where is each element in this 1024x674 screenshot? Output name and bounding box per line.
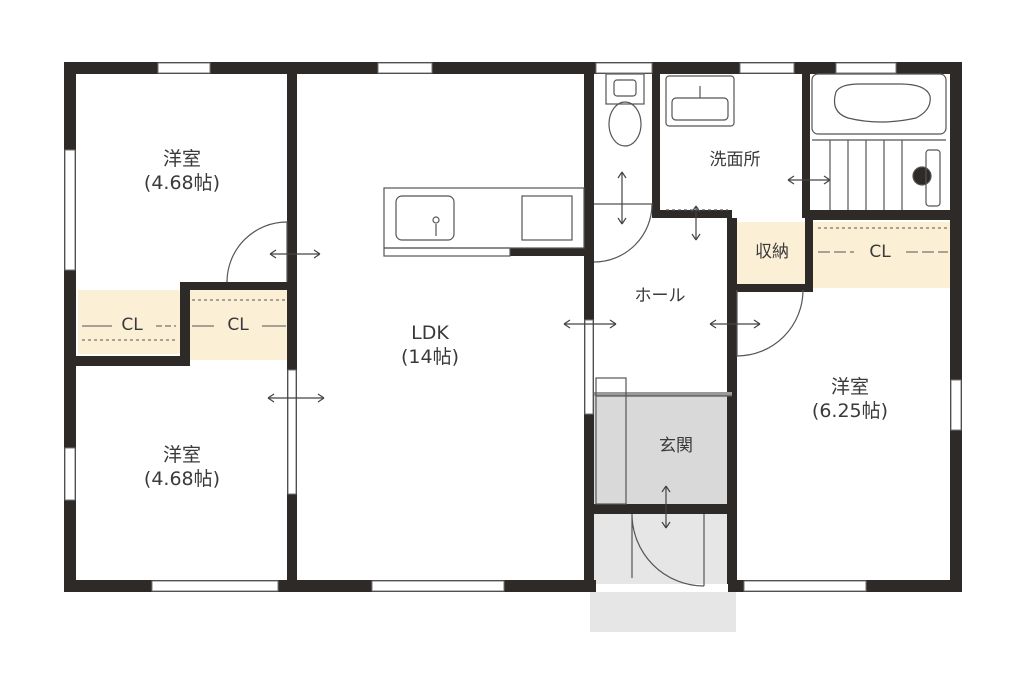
porch-fill (594, 514, 728, 584)
kitchen-counter (383, 187, 585, 257)
closet-fill-right (813, 222, 951, 288)
wall-storage-bottom (727, 284, 811, 292)
room-size: (6.25帖) (811, 399, 889, 422)
room-label-bedroom-right: 洋室 (6.25帖) (790, 376, 910, 424)
windows (64, 62, 962, 592)
wall-left (64, 62, 76, 592)
closet-lines (82, 227, 948, 341)
room-name: 洋室 (830, 376, 869, 398)
wall-bath-bottom (805, 210, 955, 220)
wall-ldk-left (287, 62, 297, 592)
bathtub (811, 73, 947, 210)
closet-label-2: CL (227, 315, 249, 335)
wall-kitchen-bottom (510, 248, 594, 256)
wall-cl-vertical (180, 282, 190, 366)
wall-storage-right (805, 218, 813, 292)
room-size: (4.68帖) (143, 467, 221, 490)
window (157, 62, 211, 74)
toilet (605, 73, 645, 147)
room-label-bedroom-bottom-left: 洋室 (4.68帖) (122, 444, 242, 492)
room-label-entrance: 玄関 (659, 436, 693, 456)
wall-cl-top (180, 282, 296, 290)
door-swing (593, 203, 653, 263)
closet-fill-left-1 (78, 290, 182, 354)
wall-entrance-top (594, 392, 732, 396)
step-fill (590, 592, 736, 632)
wall-toilet-right (652, 62, 660, 218)
window (287, 369, 297, 495)
shoe-cabinet (595, 377, 732, 505)
room-name: LDK (411, 322, 449, 344)
closet-label-1: CL (121, 315, 143, 335)
window (64, 447, 76, 501)
storage-fill (735, 222, 805, 286)
closet-fill-left-2 (186, 290, 290, 360)
wall-wash-bottom (652, 210, 732, 218)
wall-top-left (64, 62, 596, 74)
window (584, 319, 594, 415)
wall-storage-left (727, 218, 737, 584)
entrance-fill (594, 396, 732, 504)
wall-entrance-bottom (584, 504, 736, 514)
window (595, 62, 653, 74)
flow-arrows (267, 171, 831, 529)
room-label-hall: ホール (634, 286, 686, 306)
closet-label-3: CL (869, 242, 891, 262)
door-swing (631, 513, 705, 587)
room-size: (14帖) (400, 345, 459, 368)
window (743, 580, 867, 592)
window (950, 379, 962, 431)
window (739, 62, 795, 74)
room-name: 洋室 (162, 148, 201, 170)
window (377, 62, 433, 74)
window (151, 580, 279, 592)
window (64, 149, 76, 271)
door-swing (226, 221, 288, 283)
room-name: 洋室 (162, 444, 201, 466)
wall-cl-horizontal (64, 356, 188, 366)
cooktop (521, 195, 573, 241)
washbasin (665, 75, 735, 211)
window (835, 62, 897, 74)
window (371, 580, 505, 592)
room-label-bedroom-top-left: 洋室 (4.68帖) (122, 148, 242, 196)
wall-wash-right (802, 62, 810, 218)
room-label-storage: 収納 (755, 242, 789, 262)
wall-right (950, 62, 962, 592)
room-size: (4.68帖) (143, 171, 221, 194)
door-swing (736, 289, 804, 357)
wall-bottom-left (64, 580, 596, 592)
room-label-ldk: LDK (14帖) (370, 322, 490, 370)
doors (226, 203, 804, 587)
room-label-washroom: 洗面所 (709, 150, 761, 170)
sink (395, 195, 455, 241)
